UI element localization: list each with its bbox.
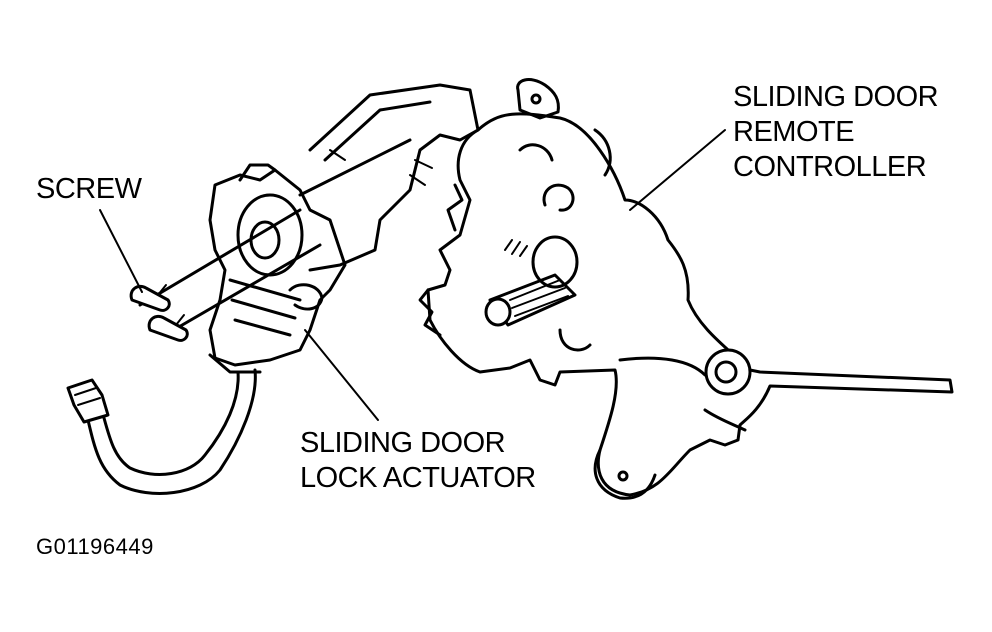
wire-harness-drawing — [66, 368, 257, 495]
figure-id: G01196449 — [36, 534, 154, 559]
label-screw: SCREW — [36, 172, 142, 207]
bracket-drawing — [298, 83, 480, 272]
leader-screw — [99, 209, 143, 293]
label-remote-line-2: REMOTE — [733, 116, 855, 148]
label-remote-line-1: SLIDING DOOR — [733, 81, 939, 113]
label-remote-line-3: CONTROLLER — [733, 151, 927, 183]
remote-controller-drawing — [418, 78, 954, 500]
label-actuator-line-2: LOCK ACTUATOR — [300, 462, 536, 494]
label-lock-actuator: SLIDING DOOR LOCK ACTUATOR — [300, 426, 536, 496]
label-actuator-line-1: SLIDING DOOR — [300, 427, 506, 459]
leader-lines — [99, 129, 726, 421]
leader-remote-controller — [629, 129, 726, 211]
screws-drawing — [129, 208, 322, 342]
leader-lock-actuator — [304, 329, 379, 421]
label-remote-controller: SLIDING DOOR REMOTE CONTROLLER — [733, 80, 939, 185]
label-screw-text: SCREW — [36, 173, 142, 205]
